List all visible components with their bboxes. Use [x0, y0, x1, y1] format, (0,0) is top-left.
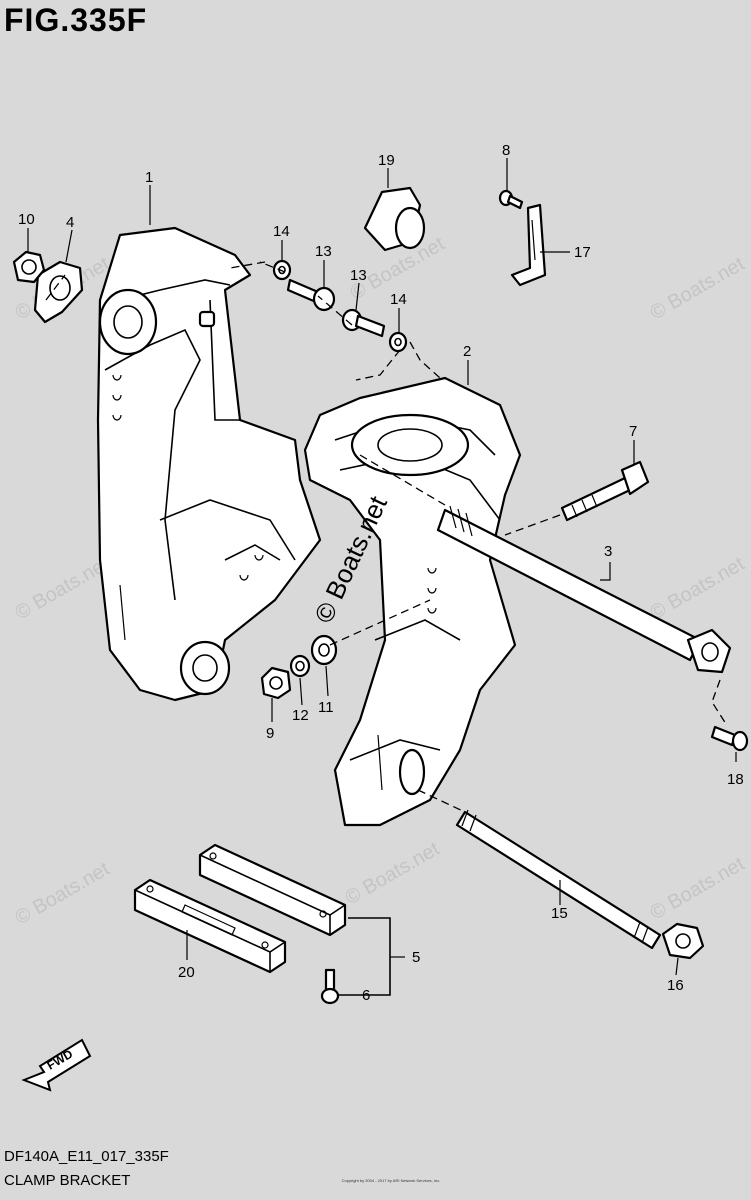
nut-part-10 [12, 250, 46, 284]
callout-leaders [27, 158, 737, 996]
model-code: DF140A_E11_017_335F [4, 1148, 169, 1165]
callout-15: 15 [551, 905, 568, 922]
callout-2: 2 [463, 343, 471, 360]
callout-4: 4 [66, 214, 74, 231]
callout-13: 13 [315, 243, 332, 260]
callout-8: 8 [502, 142, 510, 159]
bolt-part-6 [320, 968, 340, 1005]
washer-part-14 [388, 331, 408, 353]
clamp-bracket-left [96, 226, 322, 702]
bolt-part-7 [560, 460, 650, 522]
callout-17: 17 [574, 244, 591, 261]
callout-6: 6 [362, 987, 370, 1004]
cap-part-19 [363, 186, 426, 252]
watermark: © Boats.net [12, 858, 114, 930]
shaft-part-3 [436, 505, 732, 674]
callout-9: 9 [266, 725, 274, 742]
washer-part-11 [310, 634, 338, 666]
washer-part-12 [289, 654, 311, 678]
figure-caption: CLAMP BRACKET [4, 1172, 131, 1189]
callout-14: 14 [273, 223, 290, 240]
nut-part-9 [260, 666, 292, 700]
fwd-arrow-icon: FWD [21, 1038, 92, 1092]
leader-lines [45, 261, 727, 813]
figure-title: FIG.335F [4, 2, 148, 38]
callout-numbers: 1 2 3 4 5 6 7 8 9 10 11 12 13 13 14 14 1… [18, 142, 744, 1004]
callout-16: 16 [667, 977, 684, 994]
screw-part-18 [710, 725, 749, 752]
watermark: © Boats.net [647, 553, 749, 625]
watermark: © Boats.net [647, 253, 749, 325]
bolt-part-13 [286, 278, 336, 312]
callout-5: 5 [412, 949, 420, 966]
copyright-notice: Copyright by 2004 - 2017 by ARI Network … [341, 1178, 441, 1183]
callout-14: 14 [390, 291, 407, 308]
callout-20: 20 [178, 964, 195, 981]
callout-18: 18 [727, 771, 744, 788]
bolt-part-13 [341, 308, 386, 338]
callout-3: 3 [604, 543, 612, 560]
callout-13: 13 [350, 267, 367, 284]
plate-part-20 [133, 878, 287, 974]
plate-part-4 [33, 260, 84, 324]
rod-part-15 [455, 809, 662, 950]
screw-part-8 [498, 189, 524, 210]
washer-part-14 [272, 259, 292, 281]
callout-19: 19 [378, 152, 395, 169]
watermark: © Boats.net [647, 853, 749, 925]
watermark: © Boats.net [342, 838, 444, 910]
callout-1: 1 [145, 169, 153, 186]
clip-part-17 [510, 203, 547, 287]
nut-part-16 [661, 922, 705, 960]
plate-part-5 [198, 843, 347, 937]
callout-10: 10 [18, 211, 35, 228]
clamp-bracket-right [303, 376, 522, 827]
watermark: © Boats.net [12, 553, 114, 625]
callout-11: 11 [318, 699, 334, 716]
callout-7: 7 [629, 423, 637, 440]
callout-12: 12 [292, 707, 309, 724]
